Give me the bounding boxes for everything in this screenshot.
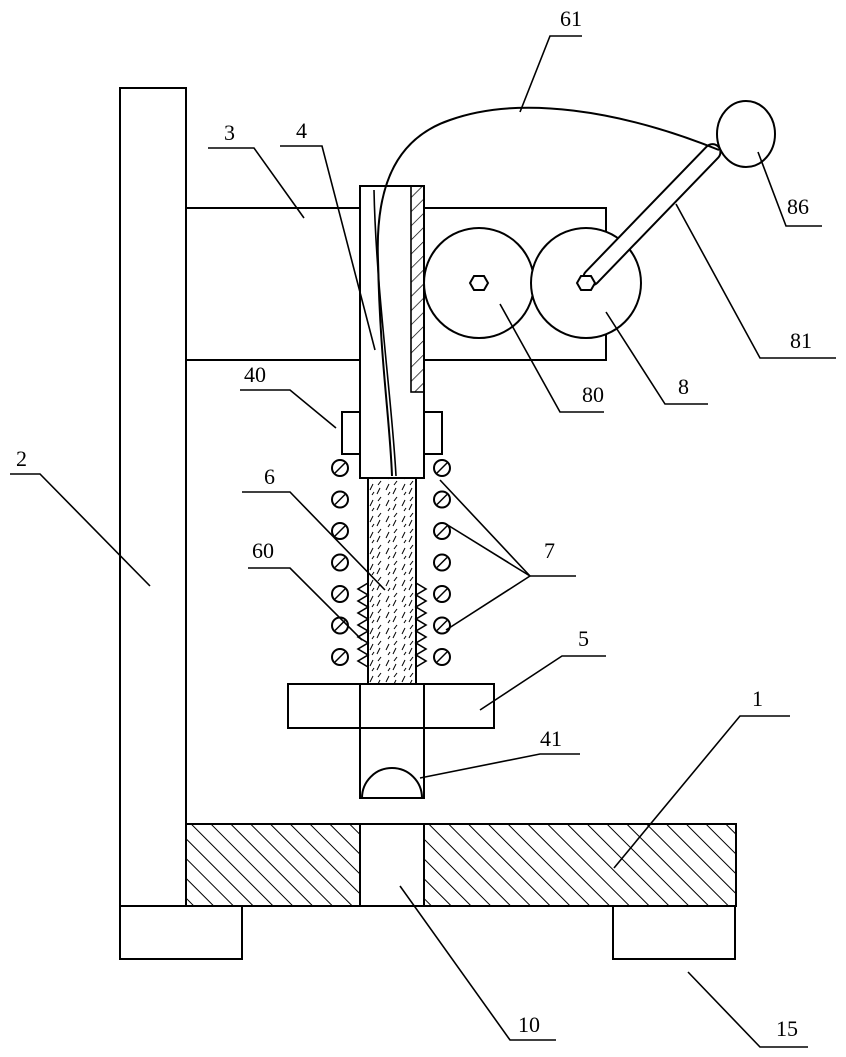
label-2: 2 bbox=[16, 446, 27, 471]
label-80: 80 bbox=[582, 382, 604, 407]
gear-80-hub bbox=[470, 276, 488, 290]
label-7: 7 bbox=[544, 538, 555, 563]
thread-60-left bbox=[358, 583, 368, 667]
label-60: 60 bbox=[252, 538, 274, 563]
label-4: 4 bbox=[296, 118, 307, 143]
label-6: 6 bbox=[264, 464, 275, 489]
label-40: 40 bbox=[244, 362, 266, 387]
spring-core-6 bbox=[368, 478, 416, 686]
collar-40-left bbox=[342, 412, 360, 454]
foot-left bbox=[120, 906, 242, 959]
label-81: 81 bbox=[790, 328, 812, 353]
base-plate-1 bbox=[186, 824, 736, 906]
rack-strip bbox=[411, 186, 424, 392]
label-41: 41 bbox=[540, 726, 562, 751]
base-hole-10 bbox=[360, 824, 424, 906]
foot-right-15 bbox=[613, 906, 735, 959]
column-2 bbox=[120, 88, 186, 906]
gear-8-hub bbox=[577, 276, 595, 290]
label-10: 10 bbox=[518, 1012, 540, 1037]
label-61: 61 bbox=[560, 6, 582, 31]
handle-81 bbox=[580, 141, 723, 289]
label-5: 5 bbox=[578, 626, 589, 651]
label-15: 15 bbox=[776, 1016, 798, 1041]
collar-40-right bbox=[424, 412, 442, 454]
label-1: 1 bbox=[752, 686, 763, 711]
rod-through-plate bbox=[360, 684, 424, 728]
label-3: 3 bbox=[224, 120, 235, 145]
label-86: 86 bbox=[787, 194, 809, 219]
knob-86 bbox=[717, 101, 775, 167]
thread-60-right bbox=[416, 583, 426, 667]
label-8: 8 bbox=[678, 374, 689, 399]
